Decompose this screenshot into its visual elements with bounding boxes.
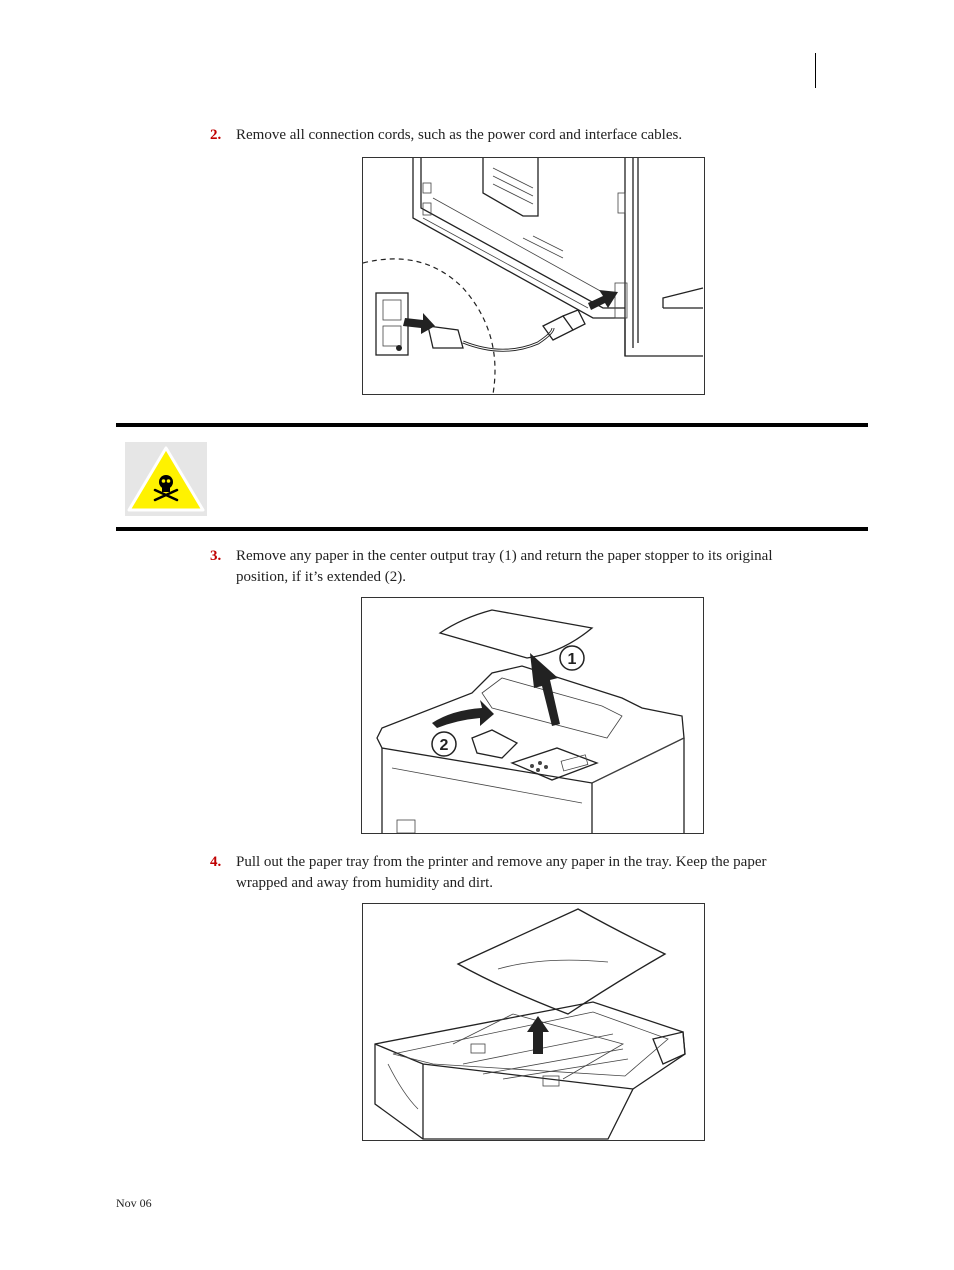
warning-top-rule — [116, 423, 868, 427]
warning-bottom-rule — [116, 527, 868, 531]
paper-tray-illustration — [374, 908, 686, 1140]
step-number: 4. — [210, 854, 222, 870]
step-number: 2. — [210, 127, 222, 143]
step-text-line-2: position, if it’s extended (2). — [236, 569, 406, 585]
step-text-line-1: Pull out the paper tray from the printer… — [236, 854, 767, 870]
step-number: 3. — [210, 548, 222, 564]
figure-paper-tray — [362, 903, 705, 1141]
header-rule — [815, 53, 816, 88]
callout-1: 1 — [568, 651, 577, 668]
printer-output-tray-illustration: 1 2 — [376, 609, 685, 833]
step-text-line-2: wrapped and away from humidity and dirt. — [236, 875, 494, 891]
warning-icon-background — [125, 442, 207, 516]
footer-date: Nov 06 — [116, 1196, 152, 1210]
figure-remove-cords — [362, 157, 705, 395]
poison-warning-icon — [127, 446, 205, 512]
step-text: Remove all connection cords, such as the… — [236, 127, 683, 143]
figure-output-tray: 1 2 — [361, 597, 704, 834]
printer-power-cord-illustration — [363, 158, 704, 394]
callout-2: 2 — [440, 737, 449, 754]
step-text-line-1: Remove any paper in the center output tr… — [236, 548, 773, 564]
